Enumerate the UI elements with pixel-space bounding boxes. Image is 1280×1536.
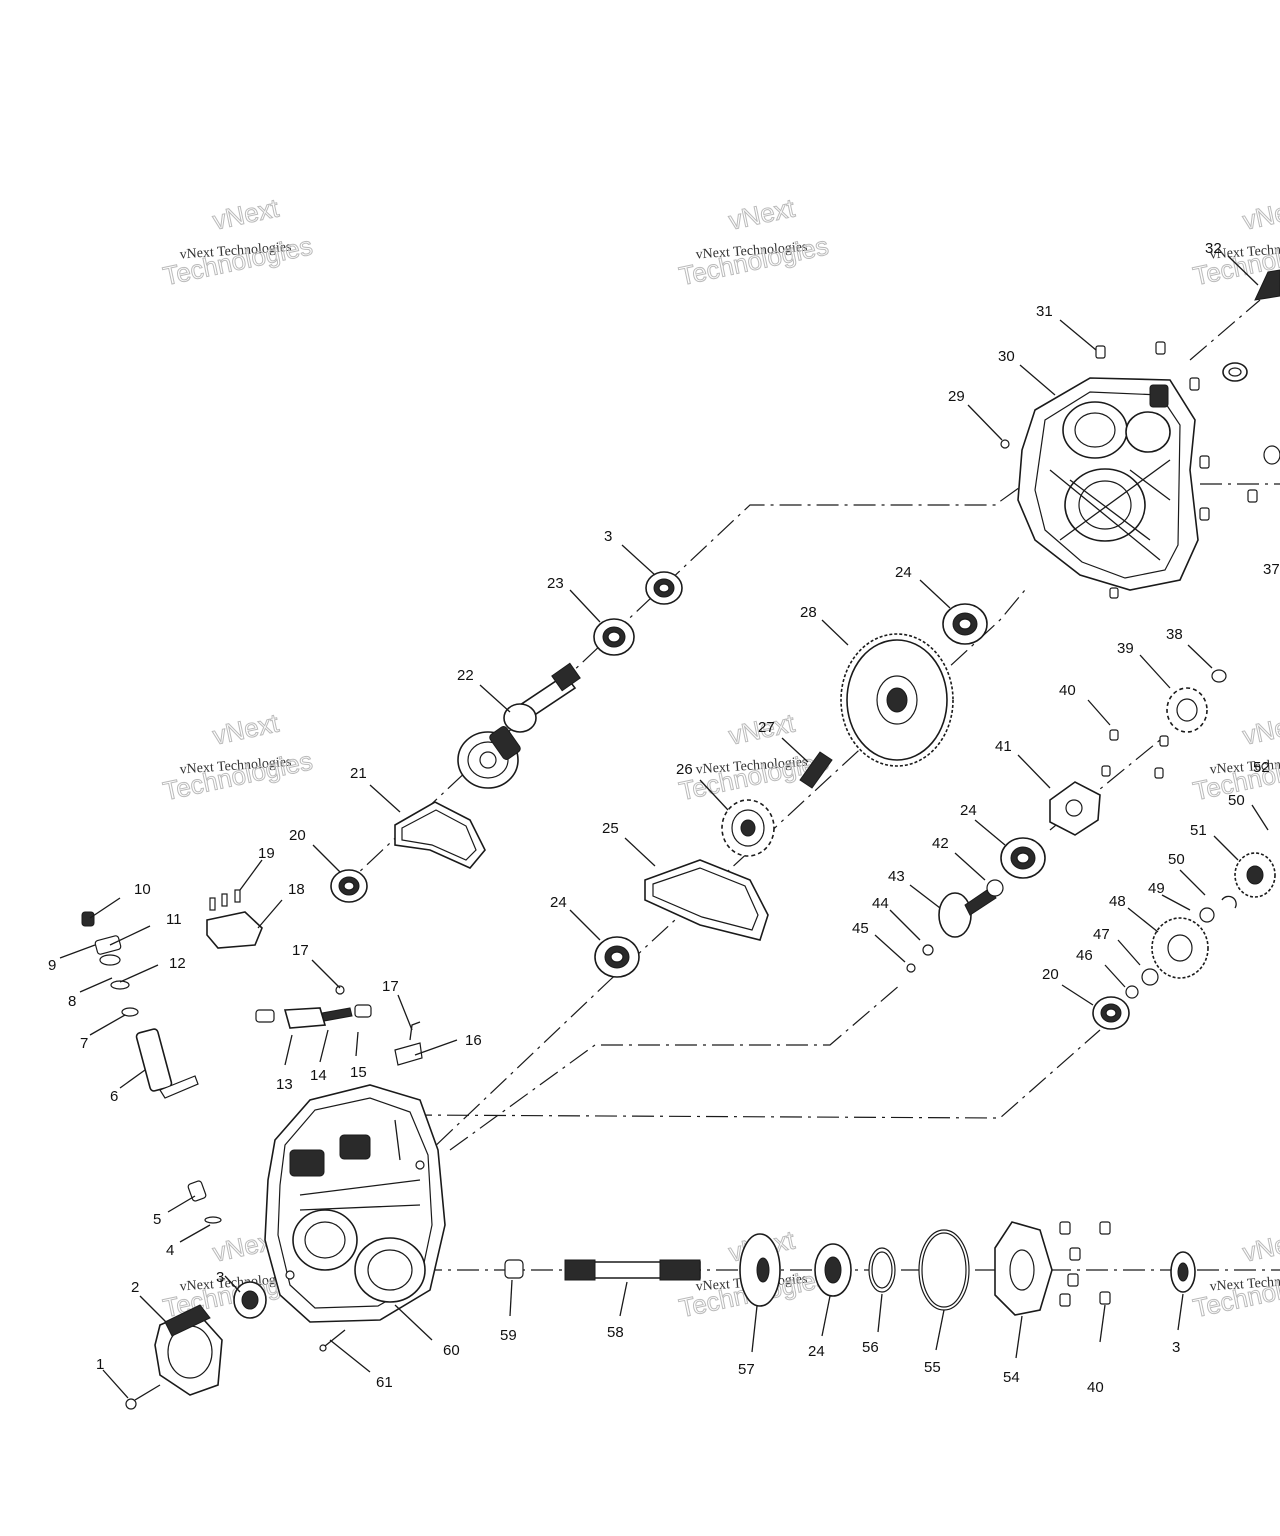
- callout-40: 40: [1059, 682, 1076, 699]
- callout-60: 60: [443, 1342, 460, 1359]
- transmission-case-cover: [1017, 377, 1199, 591]
- driven-gear: [840, 633, 954, 767]
- callout-14: 14: [310, 1067, 327, 1084]
- callout-48: 48: [1109, 893, 1126, 910]
- callout-11: 11: [166, 911, 182, 928]
- callout-5: 5: [153, 1211, 161, 1228]
- watermark-top: vNext: [210, 192, 282, 235]
- callout-61: 61: [376, 1374, 393, 1391]
- callout-43: 43: [888, 868, 905, 885]
- input-shaft-assembly: [457, 662, 581, 789]
- callout-20: 20: [289, 827, 306, 844]
- callout-2: 2: [131, 1279, 139, 1296]
- callout-41: 41: [995, 738, 1012, 755]
- callout-47: 47: [1093, 926, 1110, 943]
- shift-parts: [81, 889, 423, 1099]
- drive-chains: [394, 801, 769, 941]
- callout-32: 32: [1205, 240, 1222, 257]
- callout-23: 23: [547, 575, 564, 592]
- watermark-big: Technologies: [160, 745, 315, 806]
- callout-21: 21: [350, 765, 367, 782]
- watermark-top: vNext: [1240, 1224, 1280, 1267]
- watermark-top: vNext: [210, 707, 282, 750]
- callout-22: 22: [457, 667, 474, 684]
- callout-51: 51: [1190, 822, 1207, 839]
- callout-46: 46: [1076, 947, 1093, 964]
- watermark-small: vNext Technologies: [1209, 240, 1280, 263]
- callout-15: 15: [350, 1064, 367, 1081]
- callout-24c: 24: [960, 802, 977, 819]
- callout-40b: 40: [1087, 1379, 1104, 1396]
- case-bolts: [1000, 269, 1280, 599]
- callout-labels: 1 2 3 4 5 6 7 8 9 10 11 12 13 14 15 16 1…: [48, 240, 1280, 1396]
- callout-30: 30: [998, 348, 1015, 365]
- sprocket-and-shaft: [721, 751, 833, 857]
- callout-24d: 24: [808, 1343, 825, 1360]
- callout-24a: 24: [895, 564, 912, 581]
- callout-12: 12: [169, 955, 186, 972]
- callout-49: 49: [1148, 880, 1165, 897]
- callout-3c: 3: [1172, 1339, 1180, 1356]
- callout-54: 54: [1003, 1369, 1020, 1386]
- watermark-big: Technologies: [160, 230, 315, 291]
- callout-17: 17: [292, 942, 309, 959]
- callout-52: 52: [1253, 759, 1270, 776]
- callout-25: 25: [602, 820, 619, 837]
- callout-37: 37: [1263, 561, 1280, 578]
- output-cover-parts: [125, 1180, 346, 1410]
- leader-lines: [59, 255, 1269, 1399]
- callout-56: 56: [862, 1339, 879, 1356]
- callout-18: 18: [288, 881, 305, 898]
- callout-19: 19: [258, 845, 275, 862]
- callout-29: 29: [948, 388, 965, 405]
- callout-27: 27: [758, 719, 775, 736]
- callout-45: 45: [852, 920, 869, 937]
- callout-6: 6: [110, 1088, 118, 1105]
- callout-1: 1: [96, 1356, 104, 1373]
- callout-24b: 24: [550, 894, 567, 911]
- callout-16: 16: [465, 1032, 482, 1049]
- watermark-top: vNext: [1240, 192, 1280, 235]
- callout-20b: 20: [1042, 966, 1059, 983]
- callout-59: 59: [500, 1327, 517, 1344]
- watermark-big: Technologies: [676, 230, 831, 291]
- callout-26: 26: [676, 761, 693, 778]
- callout-10: 10: [134, 881, 151, 898]
- watermark-small: vNext Technologies: [1209, 1272, 1280, 1295]
- callout-3b: 3: [604, 528, 612, 545]
- watermark-top: vNext: [1240, 707, 1280, 750]
- callout-57: 57: [738, 1361, 755, 1378]
- callout-17b: 17: [382, 978, 399, 995]
- callout-28: 28: [800, 604, 817, 621]
- right-side-gears: [906, 669, 1276, 999]
- watermark-small: vNext Technologies: [1209, 755, 1280, 778]
- callout-38: 38: [1166, 626, 1183, 643]
- output-shaft-row: [504, 1221, 1196, 1316]
- callout-44: 44: [872, 895, 889, 912]
- bearings: [330, 571, 1130, 1030]
- callout-3: 3: [216, 1269, 224, 1286]
- callout-9: 9: [48, 957, 56, 974]
- callout-31: 31: [1036, 303, 1053, 320]
- watermark-top: vNext: [726, 192, 798, 235]
- callout-13: 13: [276, 1076, 293, 1093]
- callout-8: 8: [68, 993, 76, 1010]
- callout-42: 42: [932, 835, 949, 852]
- callout-58: 58: [607, 1324, 624, 1341]
- callout-50b: 50: [1228, 792, 1245, 809]
- callout-4: 4: [166, 1242, 174, 1259]
- callout-55: 55: [924, 1359, 941, 1376]
- watermark-big: Technologies: [1190, 1262, 1280, 1323]
- callout-50: 50: [1168, 851, 1185, 868]
- callout-7: 7: [80, 1035, 88, 1052]
- assembly-centerlines: [339, 299, 1280, 1271]
- callout-39: 39: [1117, 640, 1134, 657]
- main-housing: [264, 1084, 446, 1323]
